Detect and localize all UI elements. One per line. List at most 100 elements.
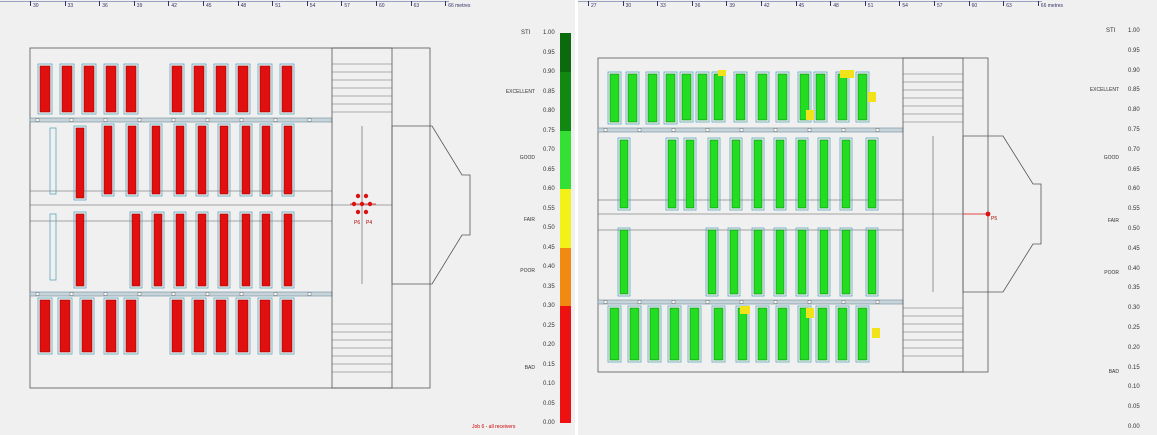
seat-fill bbox=[731, 139, 741, 209]
seat-block bbox=[773, 137, 787, 211]
sti-scale-tick-label: 0.90 bbox=[1128, 67, 1140, 74]
seat-block bbox=[73, 211, 87, 289]
ruler-tick bbox=[899, 1, 901, 6]
seat-outline bbox=[169, 297, 185, 355]
ruler-tick bbox=[622, 1, 624, 6]
sti-scale-tick-label: 0.80 bbox=[1128, 107, 1140, 114]
seat-block bbox=[705, 227, 719, 297]
seat-outline bbox=[257, 297, 273, 355]
seat-block bbox=[865, 227, 879, 297]
aisle-marker bbox=[739, 128, 744, 132]
seat-fill bbox=[799, 73, 810, 121]
sti-color-band bbox=[560, 33, 571, 72]
seat-outline bbox=[705, 227, 719, 297]
sti-scale-title: STI bbox=[521, 30, 531, 36]
seat-fill bbox=[125, 299, 137, 353]
seat-outline bbox=[149, 123, 163, 197]
job-footnote: Job 6 - all receivers bbox=[472, 424, 516, 430]
seat-outline bbox=[169, 63, 185, 115]
seat-outline bbox=[151, 211, 165, 289]
sti-scale-tick-label: 0.55 bbox=[543, 205, 555, 212]
seat-outline bbox=[711, 305, 726, 363]
sti-scale-tick-label: 0.85 bbox=[1128, 87, 1140, 94]
source-label: P5 bbox=[991, 216, 997, 222]
aisle-marker bbox=[69, 118, 74, 122]
seat-fill bbox=[39, 65, 51, 113]
seat-fill bbox=[757, 73, 768, 121]
seat-outline bbox=[707, 137, 721, 211]
aisle-marker bbox=[205, 292, 210, 296]
ruler-line bbox=[0, 1, 450, 2]
aisle-marker bbox=[171, 118, 176, 122]
aisle-marker bbox=[841, 300, 846, 304]
seat-fill bbox=[709, 139, 719, 209]
seat-outline bbox=[279, 63, 295, 115]
sti-scale-tick-label: 0.15 bbox=[1128, 364, 1140, 371]
projecting-bay bbox=[962, 135, 1042, 293]
sti-scale-tick-label: 1.00 bbox=[543, 30, 555, 36]
seat-outline bbox=[729, 137, 743, 211]
ruler-tick bbox=[691, 1, 693, 6]
ruler-tick bbox=[588, 1, 589, 6]
ruler-tick-label: 54 bbox=[902, 3, 908, 9]
seat-block bbox=[795, 227, 809, 297]
ruler-tick-label: 66 metres bbox=[1040, 3, 1064, 9]
seat-outline bbox=[217, 123, 231, 197]
seat-block bbox=[607, 305, 622, 363]
seat-outline bbox=[775, 305, 790, 363]
seat-outline bbox=[173, 123, 187, 197]
seat-fill bbox=[197, 125, 207, 195]
seat-block bbox=[797, 71, 812, 123]
seat-outline bbox=[123, 63, 139, 115]
seat-fill bbox=[219, 213, 229, 287]
seat-outline bbox=[281, 211, 295, 289]
seat-block bbox=[617, 137, 631, 211]
aisle-marker bbox=[875, 300, 880, 304]
seat-block bbox=[839, 137, 853, 211]
seat-outline bbox=[817, 227, 831, 297]
seat-outline bbox=[627, 305, 642, 363]
seat-block bbox=[835, 305, 850, 363]
seat-fill bbox=[127, 125, 137, 195]
ruler-tick-label: 48 bbox=[240, 3, 247, 9]
sti-scale-tick-label: 0.30 bbox=[1128, 305, 1140, 312]
ruler-tick bbox=[1003, 1, 1005, 6]
seat-outline bbox=[795, 137, 809, 211]
seat-fill bbox=[609, 73, 620, 123]
aisle-marker bbox=[603, 300, 608, 304]
ruler-tick-label: 66 metres bbox=[448, 3, 471, 9]
aisle-marker bbox=[739, 300, 744, 304]
seat-outline bbox=[773, 227, 787, 297]
seat-outline bbox=[855, 305, 870, 363]
seat-outline bbox=[751, 137, 765, 211]
seat-fill bbox=[241, 125, 251, 195]
seat-block bbox=[683, 137, 697, 211]
seat-block bbox=[625, 71, 640, 125]
sti-scale-tick-label: 0.40 bbox=[1128, 265, 1140, 272]
sti-scale-tick-label: 0.50 bbox=[543, 225, 555, 231]
seat-block bbox=[281, 123, 295, 197]
seat-fill-fair bbox=[718, 70, 726, 76]
seat-outline bbox=[37, 297, 53, 355]
seat-block bbox=[195, 211, 209, 289]
seat-block bbox=[103, 63, 119, 115]
seat-outline bbox=[195, 123, 209, 197]
sti-scale-tick-label: 0.15 bbox=[543, 361, 555, 368]
seat-block bbox=[213, 63, 229, 115]
seat-fill bbox=[713, 307, 724, 361]
seat-outline bbox=[213, 297, 229, 355]
seat-block bbox=[73, 125, 87, 201]
seat-outline bbox=[663, 71, 678, 125]
sti-scale-tick-label: 0.35 bbox=[543, 283, 555, 290]
sti-scale-tick-label: 0.85 bbox=[543, 88, 555, 95]
seat-fill bbox=[197, 213, 207, 287]
ruler-tick bbox=[968, 1, 970, 6]
sti-color-band bbox=[560, 72, 571, 131]
ruler-tick-label: 30 bbox=[33, 3, 39, 9]
ruler-tick bbox=[830, 1, 832, 6]
sti-scale-tick-label: 0.40 bbox=[543, 264, 555, 270]
seat-outline bbox=[195, 211, 209, 289]
seat-fill bbox=[837, 73, 848, 121]
sti-color-band bbox=[560, 189, 571, 248]
seat-fill-fair bbox=[872, 328, 880, 338]
